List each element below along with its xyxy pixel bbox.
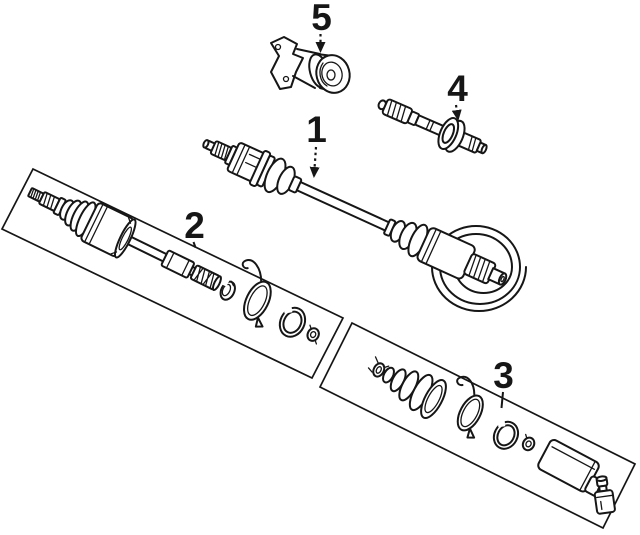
boot-band-clamp [456,394,484,432]
inboard-joint-kit-group [318,321,637,530]
retaining-ring [306,327,320,342]
inboard-joint-kit-parts [367,356,608,499]
callout-5[interactable]: 5 [311,0,332,53]
axle-shaft [295,181,392,233]
callout-5-label[interactable]: 5 [311,0,332,38]
callout-2-leader-line [192,241,197,248]
bolt-hole-icon [274,43,282,51]
callout-1[interactable]: 1 [306,109,327,178]
callout-2[interactable]: 2 [184,205,205,248]
damper-sleeve [160,249,195,279]
retaining-ring [521,436,536,452]
boot-clamp [372,362,386,378]
bolt-hole-icon [282,75,290,83]
outboard-joint-kit-parts [27,187,320,345]
callout-2-label[interactable]: 2 [184,205,205,246]
callout-3-leader-line [500,391,504,409]
outboard-joint-kit-group [0,167,345,380]
kit-box-outline [318,321,637,530]
boot-band-clamp [243,280,272,321]
callout-4-leader-arrow [451,104,462,121]
center-bearing-bracket-drawing [270,36,351,94]
callout-4-label[interactable]: 4 [447,68,469,109]
intermediate-shaft-drawing [377,98,488,155]
cv-boot [382,366,395,384]
callout-3[interactable]: 3 [493,355,514,409]
callout-3-label[interactable]: 3 [493,355,514,396]
callout-4[interactable]: 4 [447,68,469,121]
grease-tube-drawing [593,475,616,515]
callout-1-leader-arrow [309,146,320,178]
callout-1-label[interactable]: 1 [306,109,327,150]
spiral-washer-drawing [431,225,527,312]
halfshaft-assembly-drawing [202,139,508,286]
